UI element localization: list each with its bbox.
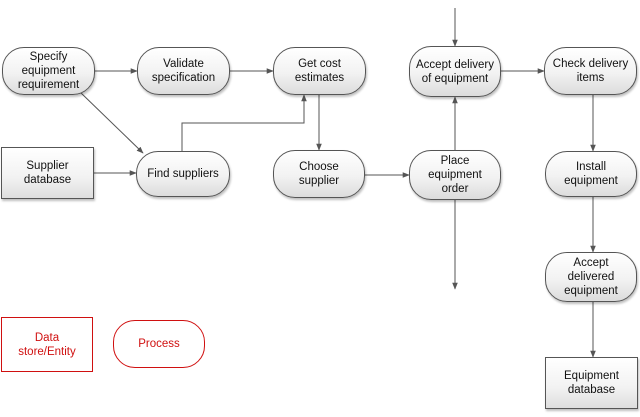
node-equipment-database: Equipment database (545, 357, 638, 409)
node-label: Accept delivered equipment (564, 257, 618, 297)
node-check-delivery-items: Check delivery items (544, 47, 637, 95)
edge-find-cost (181, 94, 307, 151)
node-label: Specify equipment requirement (17, 51, 80, 91)
legend-label: Data store/Entity (18, 331, 76, 358)
edge-specify-find (79, 91, 144, 154)
node-label: Equipment database (564, 370, 619, 396)
legend-process: Process (113, 320, 205, 368)
node-get-cost-estimates: Get cost estimates (273, 47, 366, 95)
node-accept-delivered-equipment: Accept delivered equipment (545, 252, 637, 302)
node-place-equipment-order: Place equipment order (409, 150, 501, 200)
node-label: Check delivery items (552, 58, 629, 84)
node-choose-supplier: Choose supplier (273, 150, 365, 198)
legend-data-store-entity: Data store/Entity (1, 317, 93, 372)
node-label: Find suppliers (147, 168, 219, 180)
node-validate-specification: Validate specification (137, 47, 230, 95)
node-label: Supplier database (23, 160, 72, 186)
node-accept-delivery-of-equipment: Accept delivery of equipment (409, 46, 501, 97)
legend-label: Process (138, 338, 180, 350)
node-specify-equipment-requirement: Specify equipment requirement (2, 47, 95, 95)
node-label: Place equipment order (428, 155, 482, 195)
node-label: Choose supplier (298, 161, 340, 187)
node-label: Get cost estimates (294, 58, 345, 84)
node-label: Validate specification (151, 58, 216, 84)
node-supplier-database: Supplier database (1, 147, 94, 199)
node-label: Install equipment (564, 161, 618, 187)
node-install-equipment: Install equipment (545, 151, 637, 197)
node-find-suppliers: Find suppliers (136, 151, 230, 197)
node-label: Accept delivery of equipment (416, 58, 494, 85)
